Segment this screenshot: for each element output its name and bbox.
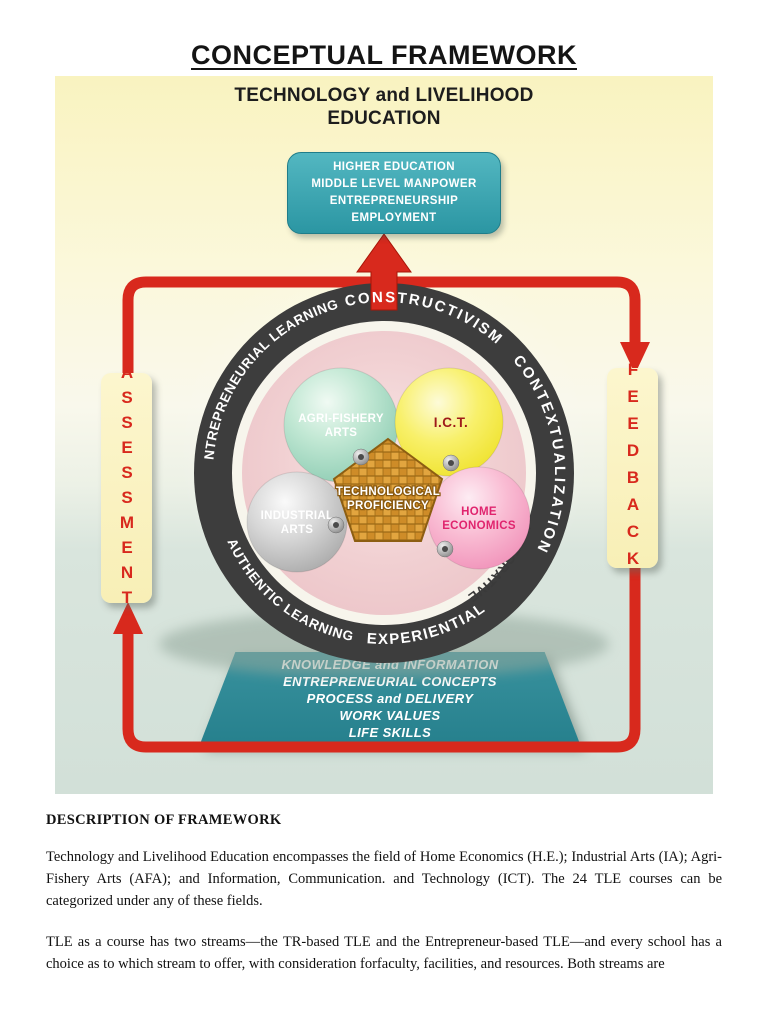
pin-center-icon — [448, 460, 454, 466]
basket-label-line1: TECHNOLOGICAL — [336, 486, 440, 498]
assessment-label: ASSESSMENT — [117, 363, 137, 613]
diagram-heading: TECHNOLOGY and LIVELIHOOD EDUCATION — [55, 84, 713, 130]
outcome-line: ENTREPRENEURSHIP — [329, 195, 459, 207]
foundation-line: LIFE SKILLS — [348, 724, 432, 740]
balloon-industrial-circle — [246, 471, 348, 573]
balloon-ict-circle — [394, 367, 504, 477]
section-heading: DESCRIPTION OF FRAMEWORK — [46, 812, 282, 828]
balloon-home-economics: HOME ECONOMICS — [427, 466, 531, 570]
diagram-heading-line1: TECHNOLOGY and LIVELIHOOD — [234, 85, 534, 106]
balloon-industrial-label-line1: INDUSTRIAL — [261, 510, 334, 522]
outcome-line: HIGHER EDUCATION — [333, 161, 455, 173]
balloon-home-label-line1: HOME — [461, 506, 497, 518]
foundation-line: WORK VALUES — [339, 707, 441, 723]
framework-diagram: TECHNOLOGY and LIVELIHOOD EDUCATION KNOW… — [55, 76, 713, 794]
document-body: DESCRIPTION OF FRAMEWORK Technology and … — [46, 812, 722, 996]
balloon-ict-label: I.C.T. — [434, 415, 469, 430]
loop-bottom-segment — [122, 568, 641, 753]
feedback-arrowhead-icon — [620, 342, 650, 374]
outcomes-box: HIGHER EDUCATION MIDDLE LEVEL MANPOWER E… — [287, 152, 501, 234]
balloon-home-label-line2: ECONOMICS — [442, 520, 516, 532]
balloon-pins — [327, 448, 460, 558]
body-paragraph-2: TLE as a course has two streams—the TR-b… — [46, 934, 722, 972]
pin-center-icon — [442, 546, 448, 552]
balloon-ict: I.C.T. — [394, 367, 504, 477]
outcome-up-arrow-icon — [356, 233, 412, 311]
pin-center-icon — [333, 522, 339, 528]
feedback-label: FEEDBACK — [623, 360, 643, 576]
pin-center-icon — [358, 454, 364, 460]
diagram-heading-line2: EDUCATION — [327, 108, 441, 129]
balloon-agri-label-line2: ARTS — [325, 427, 358, 439]
body-paragraph-1: Technology and Livelihood Education enco… — [46, 849, 722, 909]
foundation-line: ENTREPRENEURIAL CONCEPTS — [283, 673, 497, 689]
framework-diagram-graphics: CONSTRUCTIVISM ENTREPRENEURIAL LEARNING … — [55, 76, 650, 753]
foundation-line: PROCESS and DELIVERY — [306, 690, 474, 706]
outcome-line: EMPLOYMENT — [351, 212, 437, 224]
outcome-line: MIDDLE LEVEL MANPOWER — [311, 178, 477, 190]
feedback-box: FEEDBACK — [607, 360, 658, 576]
page-title: CONCEPTUAL FRAMEWORK — [191, 40, 577, 70]
assessment-box: ASSESSMENT — [101, 363, 152, 613]
balloon-agri-label-line1: AGRI-FISHERY — [298, 413, 384, 425]
balloon-industrial: INDUSTRIAL ARTS — [246, 471, 348, 573]
assessment-arrowhead-icon — [113, 602, 143, 634]
balloon-industrial-label-line2: ARTS — [281, 524, 314, 536]
basket-label-line2: PROFICIENCY — [347, 500, 429, 512]
